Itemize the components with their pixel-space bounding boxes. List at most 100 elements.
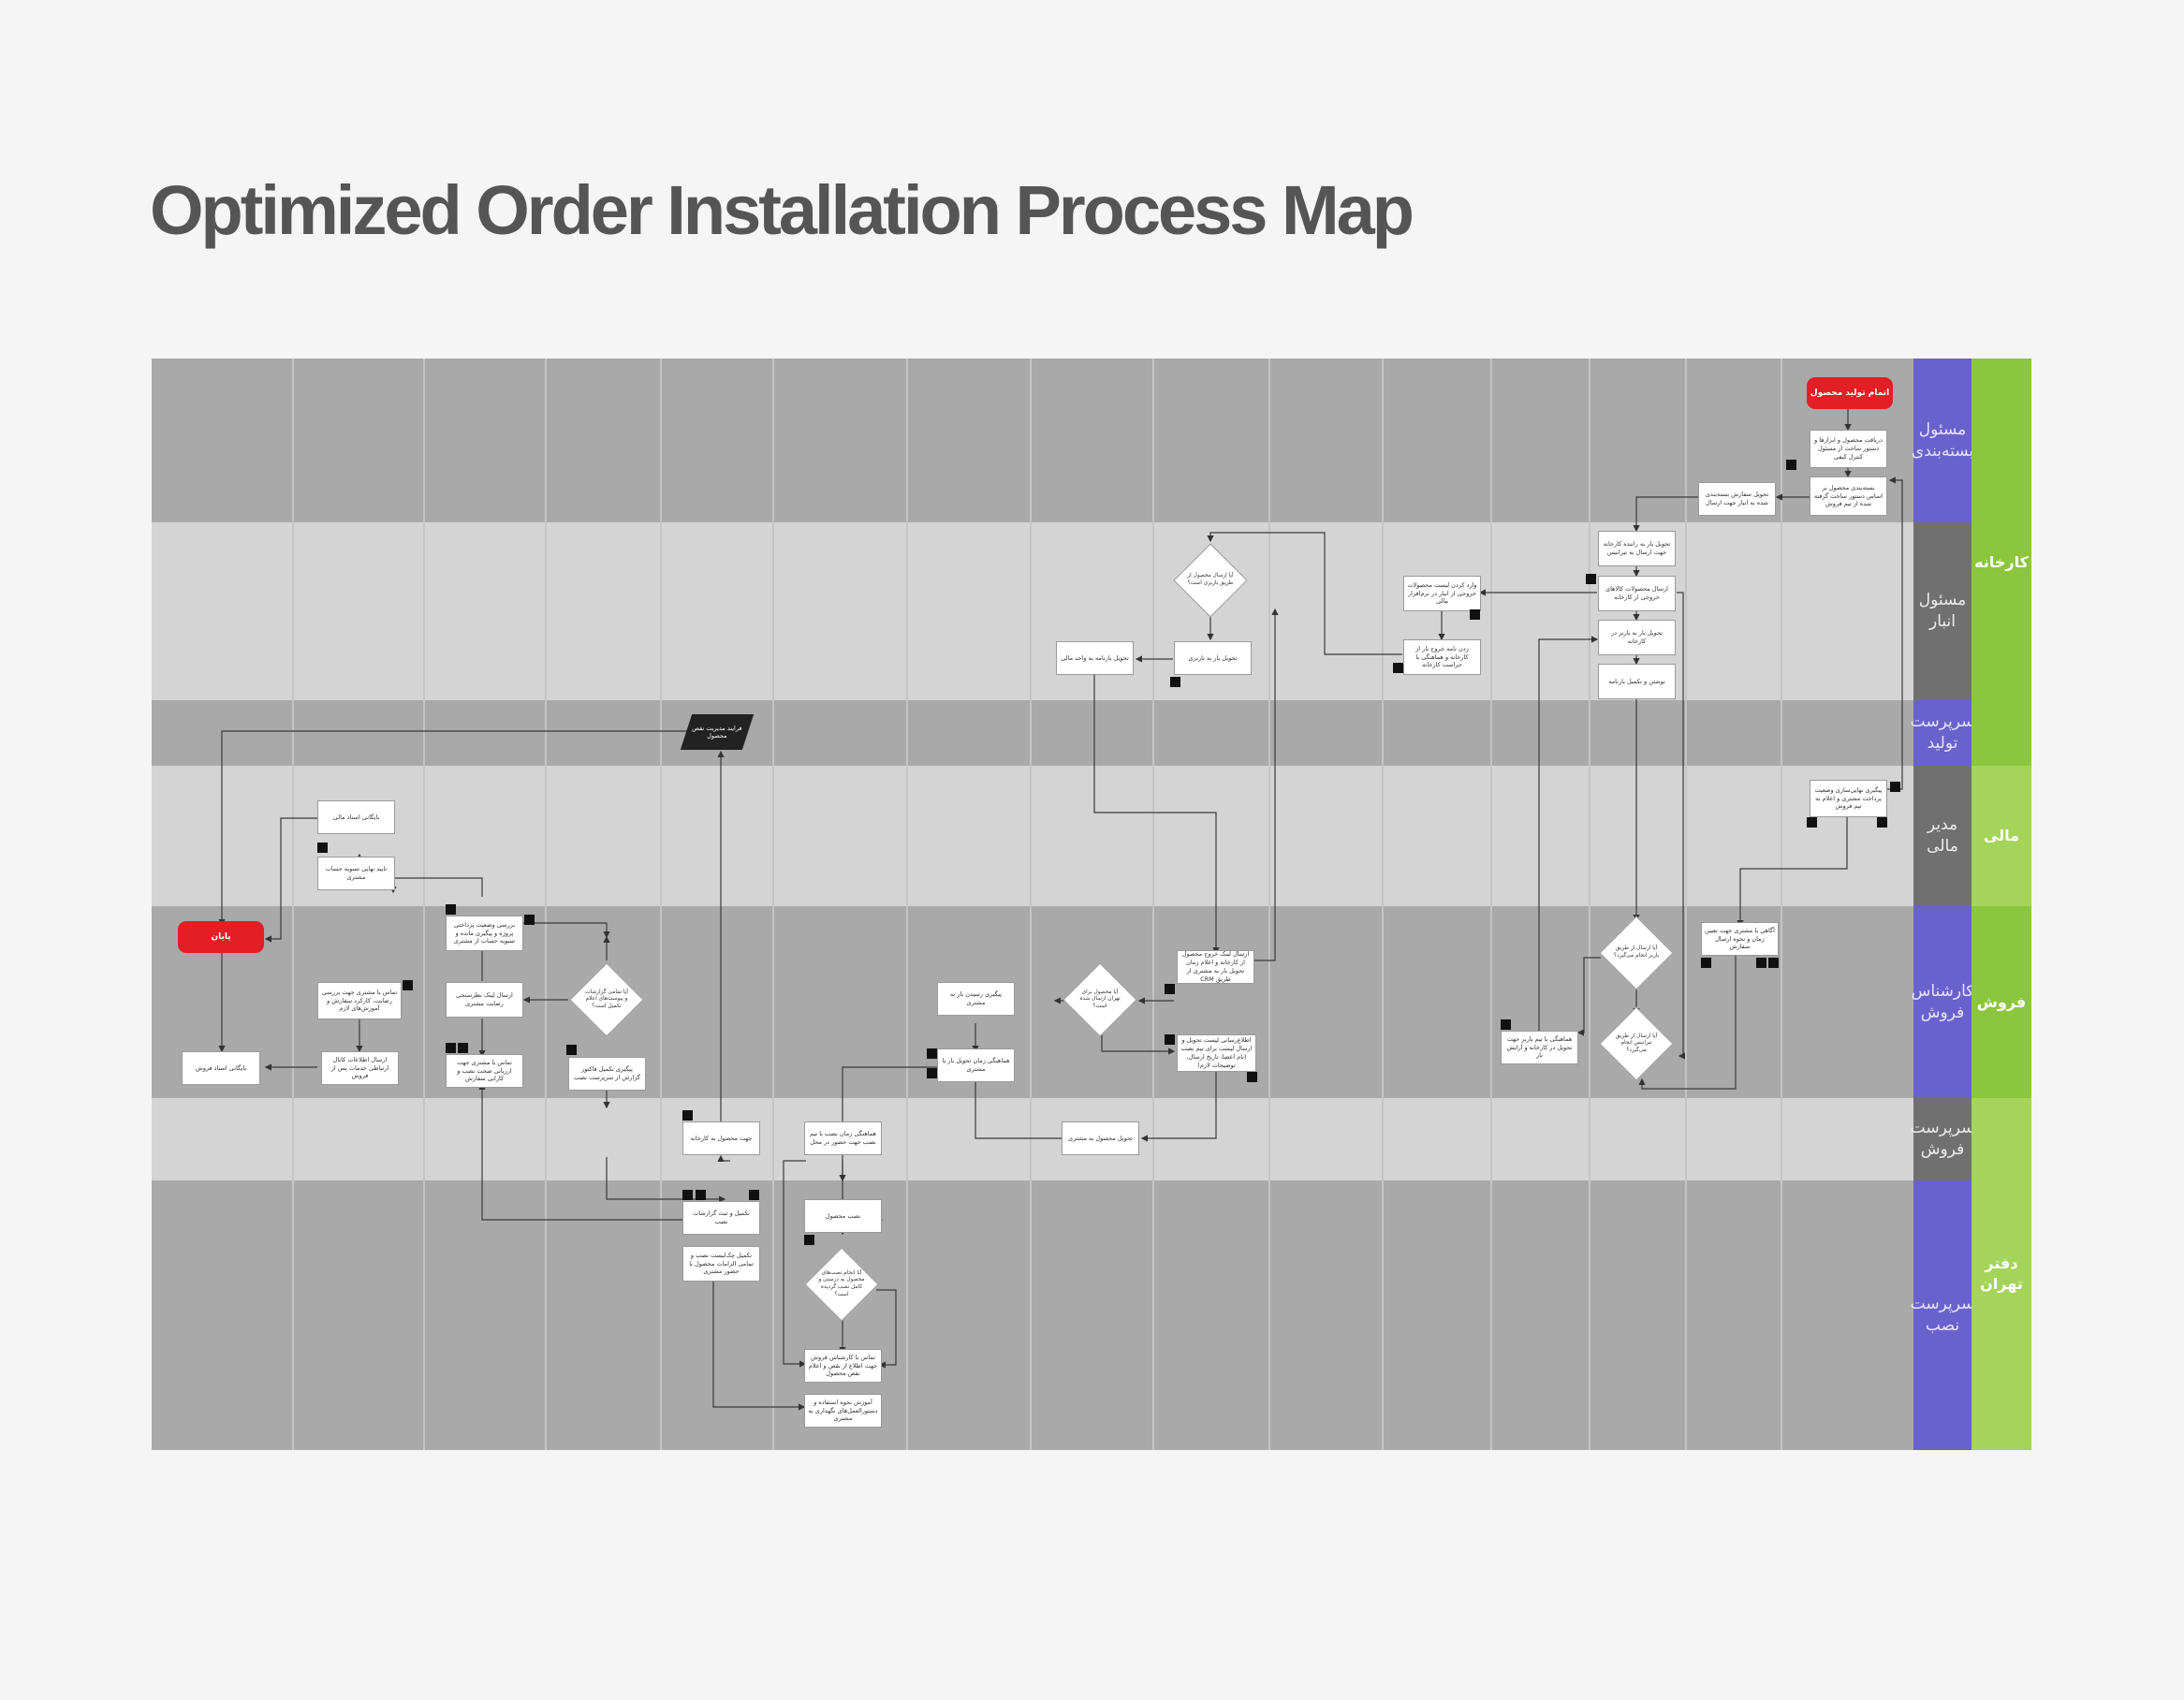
step-schedule-shipping: آگاهی با مشتری جهت تعیین زمان و نحوه ارس… (1701, 922, 1779, 956)
document-marker (446, 904, 456, 915)
document-marker (804, 1235, 814, 1245)
step-deliver-freight: تحویل بار به باربری (1174, 641, 1252, 675)
step-coordinate-carrier: هماهنگی با تیم باربر جهت تحویل در کارخان… (1501, 1031, 1578, 1064)
document-marker (1701, 958, 1711, 968)
decision-freight-shipping: آیا ارسال محصول از طریق باربری است؟ (1173, 543, 1248, 618)
lane-label-warehouse: مسئول انبار (1913, 522, 1971, 700)
decision-tehran-shipment: آیا محصول برای تهران ارسال شده است؟ (1063, 962, 1137, 1037)
step-train-customer: آموزش نحوه استفاده و دستورالعمل‌های نگهد… (804, 1394, 882, 1428)
column-divider (1781, 359, 1782, 1450)
step-waybill-to-finance: تحویل بارنامه به واحد مالی (1056, 641, 1134, 675)
column-divider (1382, 359, 1384, 1450)
decision-label: آیا محصول برای تهران ارسال شده است؟ (1079, 989, 1121, 1009)
column-divider (545, 359, 547, 1450)
step-complete-reports: تکمیل و ثبت گزارشات نصب (682, 1201, 760, 1235)
org-label-sales: فروش (1971, 906, 2031, 1098)
decision-tiranis-shipping: آیا ارسال از طریق تیرانیس انجام می‌گیرد؟ (1599, 1006, 1674, 1081)
document-marker (696, 1190, 706, 1200)
column-divider (660, 359, 662, 1450)
lane-label-packing: مسئول بسته‌بندی (1912, 359, 1973, 522)
process-map: اتمام تولید محصول پایان دریافت محصول و ا… (152, 359, 2031, 1450)
decision-install-correct: آیا انجام نصب‌های محصول به درستی و کامل … (804, 1247, 879, 1322)
lane-label-sales-expert: کارشناس فروش (1912, 906, 1973, 1098)
step-deliver-to-loader: تحویل بار به بارنر در کارخانه (1598, 620, 1676, 655)
step-product-to-factory: جهت محصول به کارخانه (682, 1121, 760, 1155)
document-marker (1586, 574, 1596, 584)
lane-finance-band (152, 766, 1913, 906)
document-marker (927, 1048, 937, 1059)
document-marker (1768, 958, 1779, 968)
step-call-customer-satisfaction: تماس با مشتری جهت بررسی رضایت، کارکرد سف… (317, 982, 402, 1019)
decision-carrier-shipping: آیا ارسال از طریق باربر انجام می‌گیرد؟ (1599, 916, 1674, 990)
column-divider (1030, 359, 1032, 1450)
document-marker (682, 1190, 693, 1200)
step-exit-letter: زدن نامه خروج بار از کارخانه و هماهنگی ب… (1403, 639, 1481, 675)
step-evaluate-installation: تماس با مشتری جهت ارزیابی صحت نصب و کارا… (446, 1054, 523, 1088)
step-followup-delivery: پیگیری رسیدن بار به مشتری (937, 982, 1015, 1016)
column-divider (1490, 359, 1492, 1450)
step-report-defect: تماس با کارشناس فروش جهت اطلاع از نقص و … (804, 1349, 882, 1383)
end-terminal: پایان (178, 921, 264, 953)
column-divider (1589, 359, 1590, 1450)
document-marker (1170, 677, 1180, 687)
lane-production-band (152, 700, 1913, 766)
document-marker (566, 1045, 577, 1055)
document-marker (1165, 984, 1175, 994)
subprocess-defect-management: فرایند مدیریت نقص محصول (680, 714, 755, 750)
document-marker (1247, 1072, 1257, 1082)
step-enter-finance-software: وارد کردن لیست محصولات خروجی از انبار در… (1403, 576, 1481, 611)
decision-label: آیا ارسال از طریق تیرانیس انجام می‌گیرد؟ (1615, 1033, 1658, 1053)
document-marker (1165, 1034, 1175, 1045)
document-marker (1393, 663, 1403, 673)
step-followup-report: پیگیری تکمیل فاکتور گزارش از سرپرست نصب (568, 1057, 646, 1091)
column-divider (1152, 359, 1154, 1450)
decision-label: آیا ارسال محصول از طریق باربری است؟ (1187, 573, 1234, 586)
org-label-finance: مالی (1971, 766, 2031, 906)
document-marker (1890, 782, 1900, 792)
step-send-support-channel: ارسال اطلاعات کانال ارتباطی خدمات پس از … (321, 1051, 399, 1085)
document-marker (403, 980, 413, 990)
step-send-exit-link: ارسال لینک خروج محصول از کارخانه و اعلام… (1177, 950, 1254, 984)
column-divider (423, 359, 425, 1450)
decision-label: آیا انجام نصب‌های محصول به درستی و کامل … (818, 1269, 865, 1297)
lane-label-sales-supervisor: سرپرست فروش (1911, 1098, 1974, 1180)
lane-label-production: سرپرست تولید (1911, 700, 1974, 766)
decision-label: آیا تمامی گزارشات و پیوست‌های اعلام تکمی… (585, 989, 628, 1009)
step-package-product: بسته‌بندی محصول بر اساس دستور ساخت گرفته… (1810, 476, 1887, 516)
column-divider (772, 359, 774, 1450)
document-marker (317, 843, 328, 853)
lane-label-finance: مدیر مالی (1913, 766, 1971, 906)
lane-install-supervisor-band (152, 1180, 1913, 1450)
document-marker (1807, 817, 1817, 828)
document-marker (1877, 817, 1887, 828)
decision-label: آیا ارسال از طریق باربر انجام می‌گیرد؟ (1613, 945, 1660, 959)
document-marker (524, 915, 535, 925)
step-coordinate-delivery: هماهنگی زمان تحویل بار با مشتری (937, 1048, 1015, 1082)
step-install-product: نصب محصول (804, 1199, 882, 1233)
subprocess-label: فرایند مدیریت نقص محصول (692, 724, 742, 740)
org-label-factory: کارخانه (1971, 359, 2031, 766)
step-send-survey-link: ارسال لینک نظرسنجی رضایت مشتری (446, 982, 523, 1018)
lane-sales-supervisor-band (152, 1098, 1913, 1180)
page-title: Optimized Order Installation Process Map (150, 171, 1414, 249)
step-final-settlement: تایید نهایی تسویه حساب مشتری (317, 857, 395, 890)
document-marker (458, 1043, 468, 1053)
document-marker (446, 1043, 456, 1053)
step-archive-finance-docs: بایگانی اسناد مالی (317, 800, 395, 834)
document-marker (1470, 609, 1480, 620)
step-coordinate-install-time: هماهنگی زمان نصب با تیم نصب جهت حضور در … (804, 1121, 882, 1155)
step-install-checklist: تکمیل چک‌لیست نصب و تمامی الزامات محصول … (682, 1246, 760, 1282)
step-archive-sales-docs: بایگانی اسناد فروش (182, 1051, 260, 1085)
step-notify-install-team: اطلاع‌رسانی لیست تحویل و ارسال لیست برای… (1177, 1034, 1256, 1072)
column-divider (906, 359, 908, 1450)
column-divider (1268, 359, 1270, 1450)
step-payment-followup: پیگیری نهایی‌سازی وضعیت پرداخت مشتری و ا… (1810, 780, 1887, 817)
document-marker (682, 1110, 693, 1121)
step-deliver-to-driver: تحویل بار به راننده کارخانه جهت ارسال به… (1598, 531, 1676, 566)
column-divider (1685, 359, 1687, 1450)
decision-reports-complete: آیا تمامی گزارشات و پیوست‌های اعلام تکمی… (569, 962, 644, 1037)
step-write-waybill: نوشتن و تکمیل بارنامه (1598, 664, 1676, 699)
document-marker (1501, 1019, 1511, 1030)
document-marker (1756, 958, 1766, 968)
org-label-tehran-office: دفتر تهران (1971, 1098, 2031, 1450)
